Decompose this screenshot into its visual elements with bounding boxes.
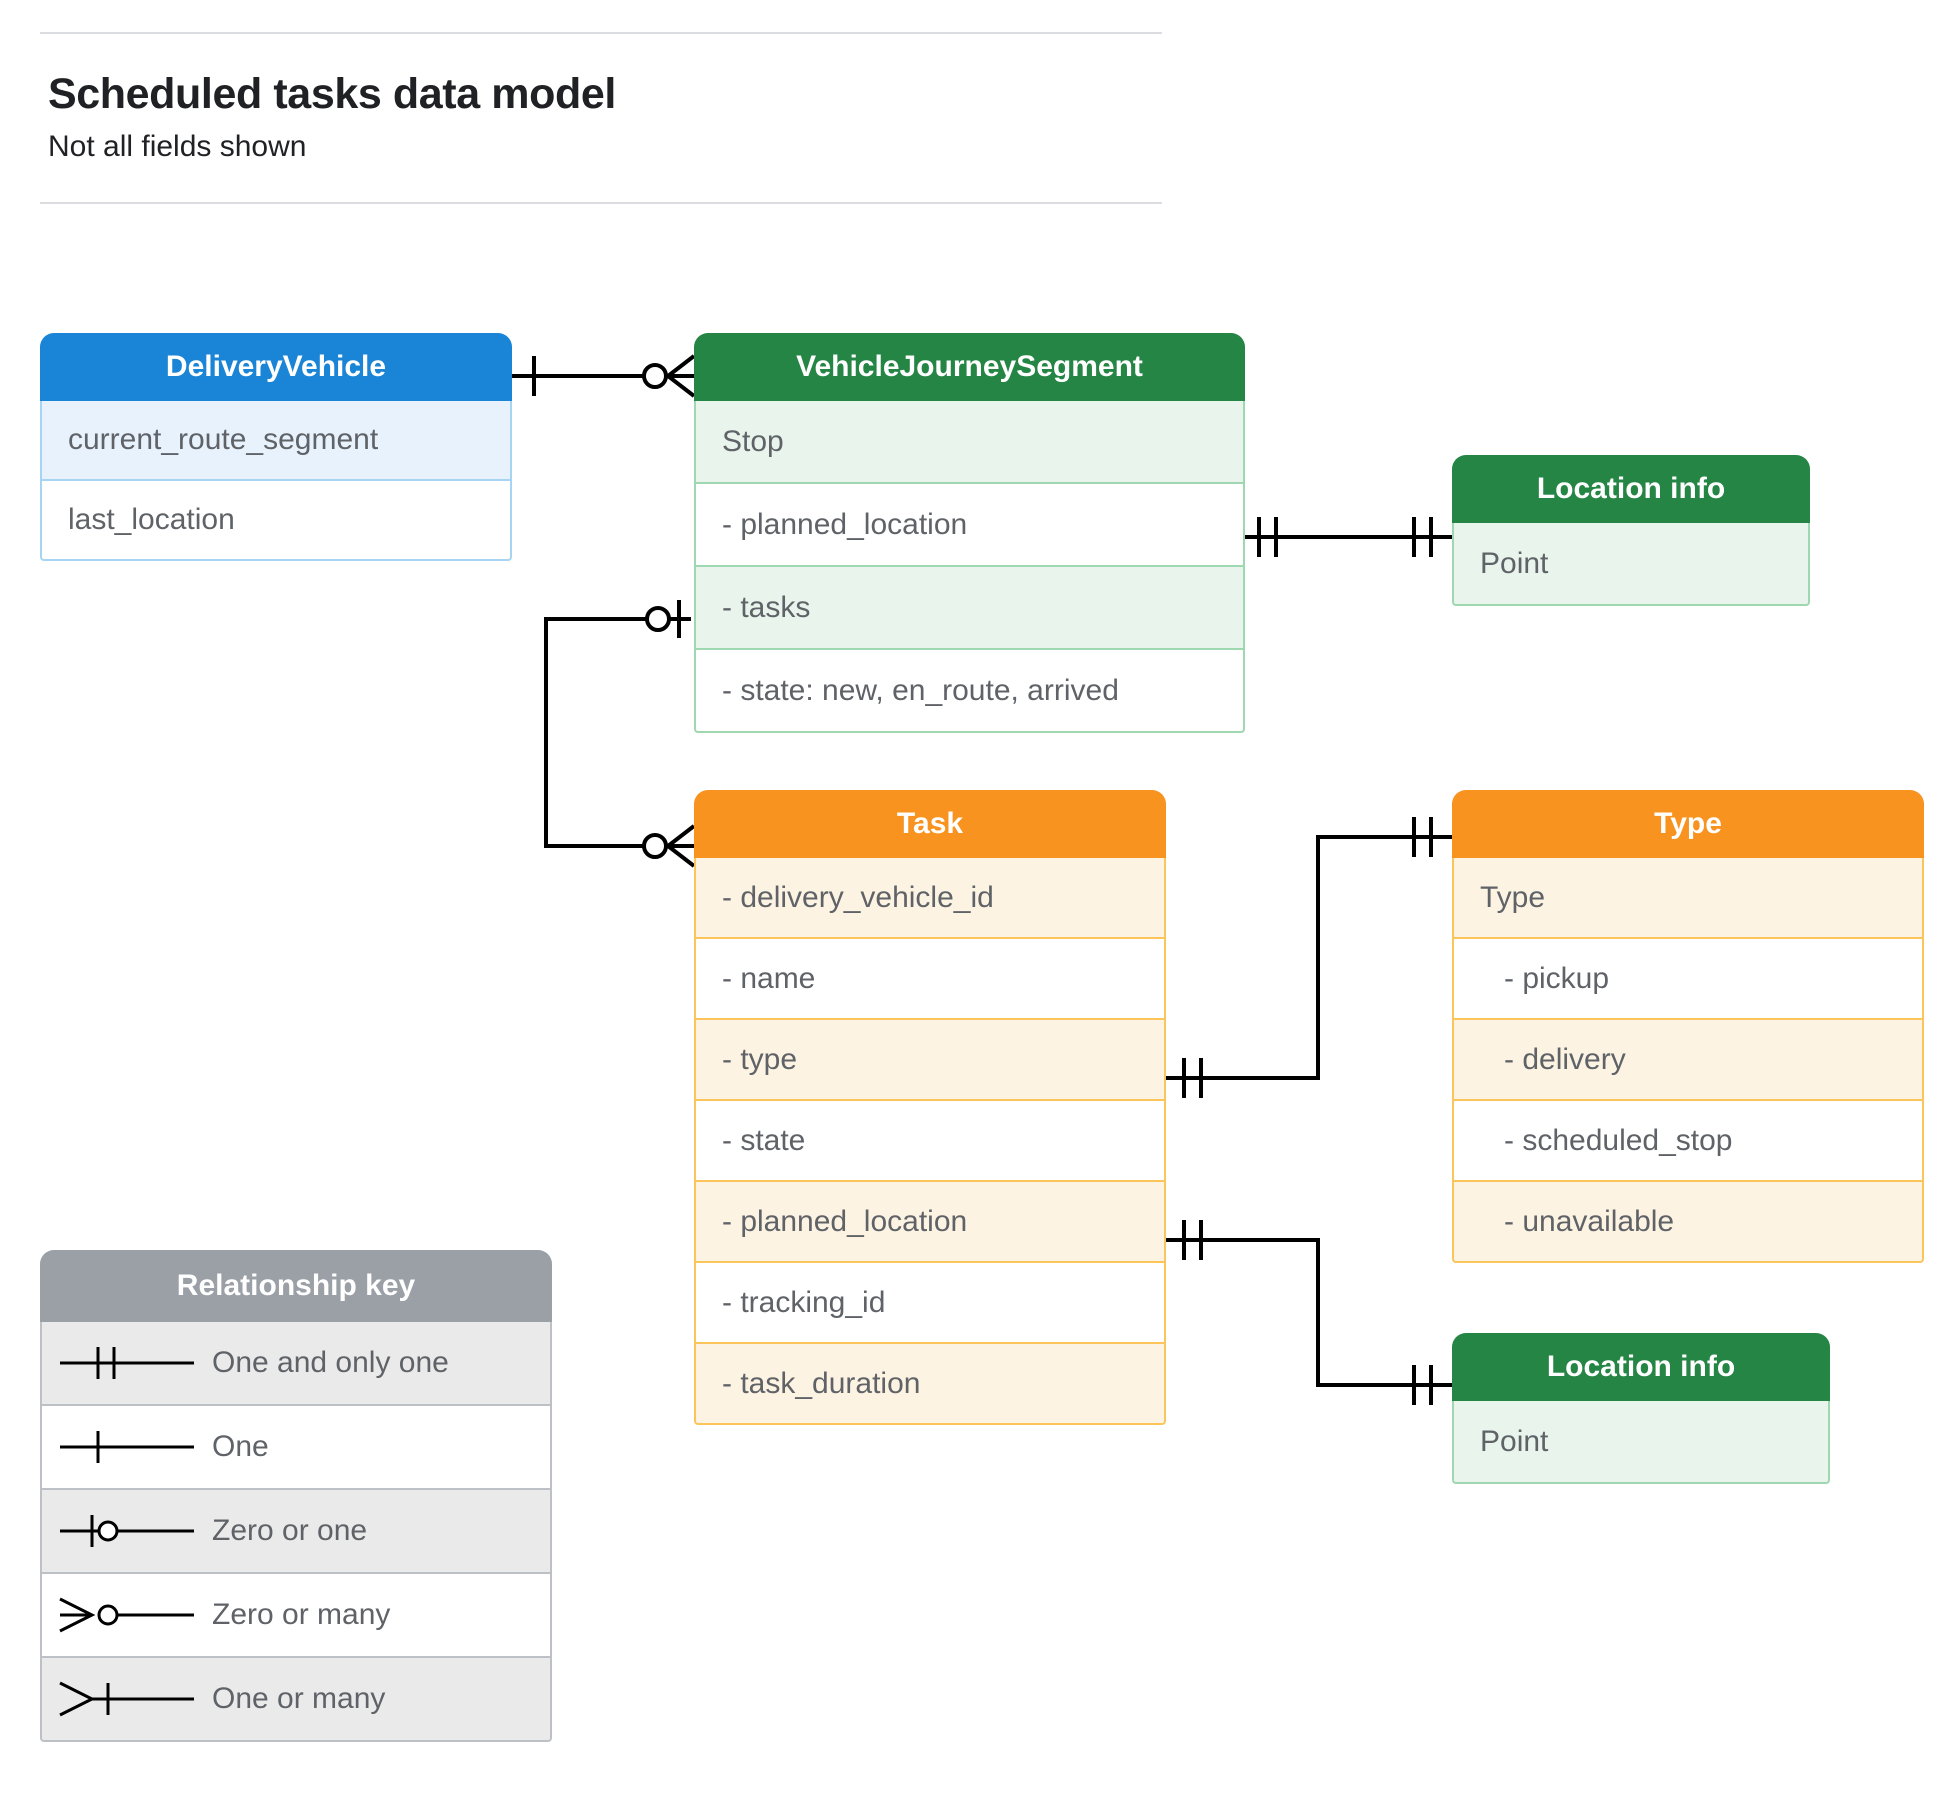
- legend-item-one: One: [40, 1406, 552, 1490]
- field-task-state: - state: [694, 1101, 1166, 1182]
- entity-location-info-top[interactable]: Location info Point: [1452, 455, 1810, 606]
- field-task-delivery-vehicle-id: - delivery_vehicle_id: [694, 858, 1166, 939]
- connector-task-location-to-location-info: [1166, 1220, 1452, 1405]
- entity-type-title: Type: [1452, 790, 1924, 858]
- legend-label-zero-or-many: Zero or many: [212, 1598, 391, 1631]
- field-type-scheduled-stop: - scheduled_stop: [1452, 1101, 1924, 1182]
- entity-delivery-vehicle-title: DeliveryVehicle: [40, 333, 512, 401]
- field-task-planned-location: - planned_location: [694, 1182, 1166, 1263]
- field-location-info-bottom-point: Point: [1452, 1401, 1830, 1484]
- legend-label-one-and-only-one: One and only one: [212, 1346, 449, 1379]
- entity-vehicle-journey-segment[interactable]: VehicleJourneySegment Stop - planned_loc…: [694, 333, 1245, 733]
- legend-label-zero-or-one: Zero or one: [212, 1514, 368, 1547]
- field-type-unavailable: - unavailable: [1452, 1182, 1924, 1263]
- field-task-tracking-id: - tracking_id: [694, 1263, 1166, 1344]
- field-current-route-segment: current_route_segment: [40, 401, 512, 481]
- legend-title: Relationship key: [40, 1250, 552, 1322]
- field-segment-state: - state: new, en_route, arrived: [694, 650, 1245, 733]
- field-type-type: Type: [1452, 858, 1924, 939]
- entity-type[interactable]: Type Type - pickup - delivery - schedule…: [1452, 790, 1924, 1263]
- entity-delivery-vehicle[interactable]: DeliveryVehicle current_route_segment la…: [40, 333, 512, 561]
- field-type-delivery: - delivery: [1452, 1020, 1924, 1101]
- entity-vehicle-journey-segment-title: VehicleJourneySegment: [694, 333, 1245, 401]
- field-location-info-top-point: Point: [1452, 523, 1810, 606]
- legend-item-one-or-many: One or many: [40, 1658, 552, 1742]
- field-last-location: last_location: [40, 481, 512, 561]
- entity-location-info-bottom-title: Location info: [1452, 1333, 1830, 1401]
- header-divider-bottom: [40, 202, 1162, 204]
- connector-delivery-vehicle-to-segment: [512, 354, 696, 398]
- entity-task-title: Task: [694, 790, 1166, 858]
- entity-location-info-bottom[interactable]: Location info Point: [1452, 1333, 1830, 1484]
- page-subtitle: Not all fields shown: [48, 130, 307, 163]
- connector-segment-location-to-location-info: [1245, 517, 1452, 557]
- one-and-only-one-icon: [42, 1341, 212, 1385]
- legend-item-zero-or-many: Zero or many: [40, 1574, 552, 1658]
- one-or-many-icon: [42, 1677, 212, 1721]
- zero-or-one-icon: [42, 1509, 212, 1553]
- header-divider-top: [40, 32, 1162, 34]
- legend-label-one-or-many: One or many: [212, 1682, 386, 1715]
- entity-location-info-top-title: Location info: [1452, 455, 1810, 523]
- connector-task-type-to-type: [1166, 817, 1452, 1098]
- legend-item-one-and-only-one: One and only one: [40, 1322, 552, 1406]
- legend-label-one: One: [212, 1430, 269, 1463]
- field-segment-planned-location: - planned_location: [694, 484, 1245, 567]
- field-segment-tasks: - tasks: [694, 567, 1245, 650]
- field-task-name: - name: [694, 939, 1166, 1020]
- field-task-task-duration: - task_duration: [694, 1344, 1166, 1425]
- field-task-type: - type: [694, 1020, 1166, 1101]
- field-type-pickup: - pickup: [1452, 939, 1924, 1020]
- relationship-key-legend[interactable]: Relationship key One and only one One: [40, 1250, 552, 1742]
- legend-item-zero-or-one: Zero or one: [40, 1490, 552, 1574]
- entity-task[interactable]: Task - delivery_vehicle_id - name - type…: [694, 790, 1166, 1425]
- one-icon: [42, 1425, 212, 1469]
- connector-segment-tasks-to-task: [544, 600, 696, 868]
- page-title: Scheduled tasks data model: [48, 70, 616, 118]
- field-stop: Stop: [694, 401, 1245, 484]
- zero-or-many-icon: [42, 1593, 212, 1637]
